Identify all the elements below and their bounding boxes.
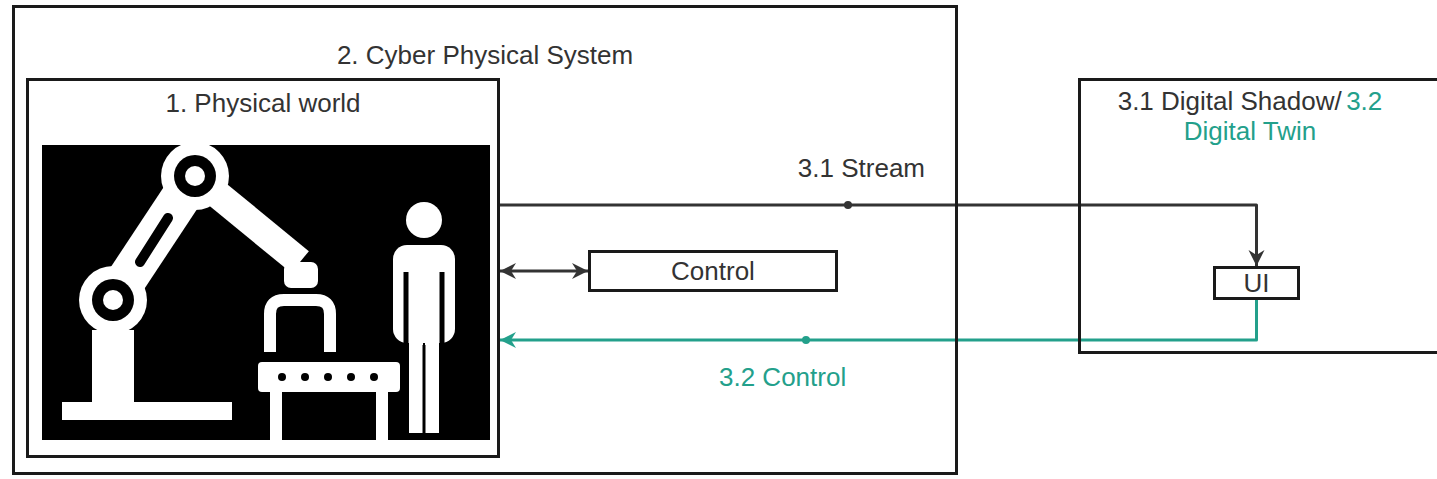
person-icon bbox=[393, 202, 455, 433]
edge-label: 3.1 Stream bbox=[795, 153, 928, 183]
heading: 3.1 Digital Shadow/ 3.2 Digital Twin bbox=[1087, 86, 1413, 146]
ui-box: UI bbox=[1213, 266, 1300, 300]
illustration-ground bbox=[42, 145, 490, 440]
digital-twin-box: 3.1 Digital Shadow/ 3.2 Digital TwinUI bbox=[1078, 78, 1437, 354]
robot-arm bbox=[62, 142, 318, 420]
edge-label: 3.2 Control bbox=[716, 362, 849, 392]
node-title: Control bbox=[671, 256, 755, 286]
control-link bbox=[500, 270, 588, 273]
line-dot bbox=[802, 336, 810, 344]
node-title: 2. Cyber Physical System bbox=[337, 40, 633, 70]
line-dot bbox=[844, 201, 852, 209]
control-box: Control bbox=[588, 250, 838, 292]
node-title: 3.1 Digital Shadow/ bbox=[1118, 86, 1342, 116]
heading: 2. Cyber Physical System bbox=[15, 40, 955, 70]
system-boundary: 2. Cyber Physical System 1. Physical worl… bbox=[12, 5, 958, 475]
control-arrow bbox=[500, 300, 1257, 340]
conveyor bbox=[258, 300, 400, 440]
node-title: UI bbox=[1244, 268, 1270, 298]
node-title: 1. Physical world bbox=[165, 88, 360, 118]
heading: 1. Physical world bbox=[29, 88, 497, 118]
stream-arrow bbox=[500, 205, 1257, 266]
physical-world-box: 1. Physical world bbox=[26, 78, 500, 458]
